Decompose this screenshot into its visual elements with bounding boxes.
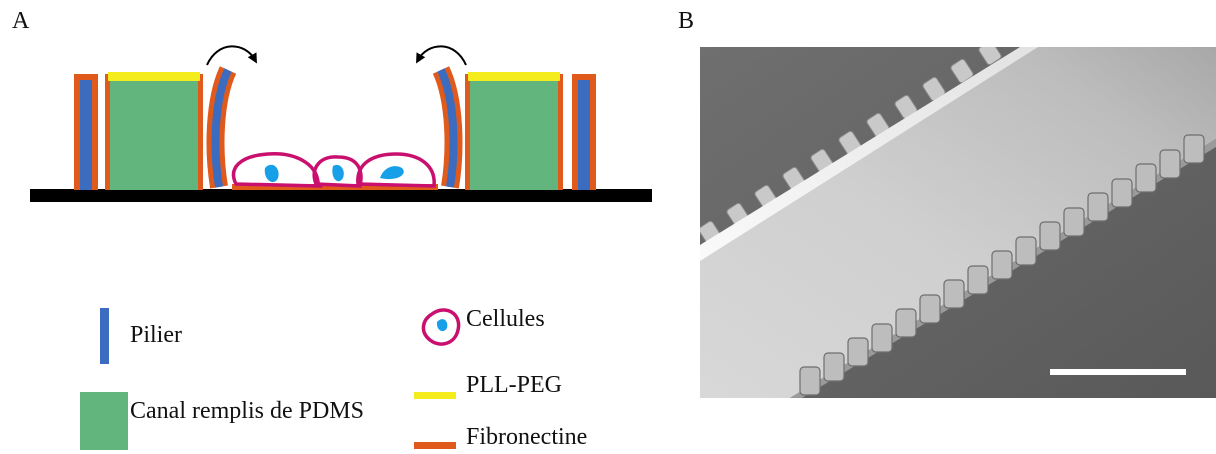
sem-micrograph xyxy=(700,47,1216,398)
substrate-bar xyxy=(30,189,652,202)
panel-label-b: B xyxy=(678,8,695,34)
cells-group xyxy=(231,152,436,188)
canal-left xyxy=(105,72,203,190)
legend-pillar-swatch xyxy=(100,308,109,364)
legend-canal-swatch xyxy=(80,392,128,450)
nucleus-3 xyxy=(380,166,404,180)
sem-channel-edge xyxy=(700,47,1038,261)
legend-fibronectin-swatch xyxy=(414,442,456,449)
legend-canal-label: Canal remplis de PDMS xyxy=(130,398,364,424)
sem-pillar-row-lower xyxy=(799,134,1205,396)
fibronectin-floor xyxy=(232,184,438,190)
nucleus-1 xyxy=(264,164,279,183)
pll-peg-right xyxy=(468,72,560,81)
legend-fibronectin-label: Fibronectine xyxy=(466,424,588,450)
schematic-diagram xyxy=(30,45,652,450)
pillar-right-bent xyxy=(432,66,463,189)
panel-label-a: A xyxy=(12,8,30,34)
pillar-left-bent xyxy=(206,66,237,189)
nucleus-2 xyxy=(332,164,344,182)
legend-pillar-label: Pilier xyxy=(130,322,182,348)
legend-pll-peg-swatch xyxy=(414,392,456,399)
sem-channel xyxy=(700,47,1216,398)
pillar-left-outer xyxy=(74,74,98,190)
bend-arrow-right-icon xyxy=(416,45,467,66)
cell-1 xyxy=(231,152,323,188)
legend-cell-swatch xyxy=(421,308,461,346)
canal-right xyxy=(465,72,563,190)
bend-arrow-left-icon xyxy=(206,45,257,66)
cell-2 xyxy=(312,155,363,188)
sem-scale-bar xyxy=(1050,369,1186,375)
pillar-right-outer xyxy=(572,74,596,190)
cell-3 xyxy=(356,152,436,188)
pll-peg-left xyxy=(108,72,200,81)
legend-pll-peg-label: PLL-PEG xyxy=(466,372,562,398)
legend-cells-label: Cellules xyxy=(466,306,545,332)
